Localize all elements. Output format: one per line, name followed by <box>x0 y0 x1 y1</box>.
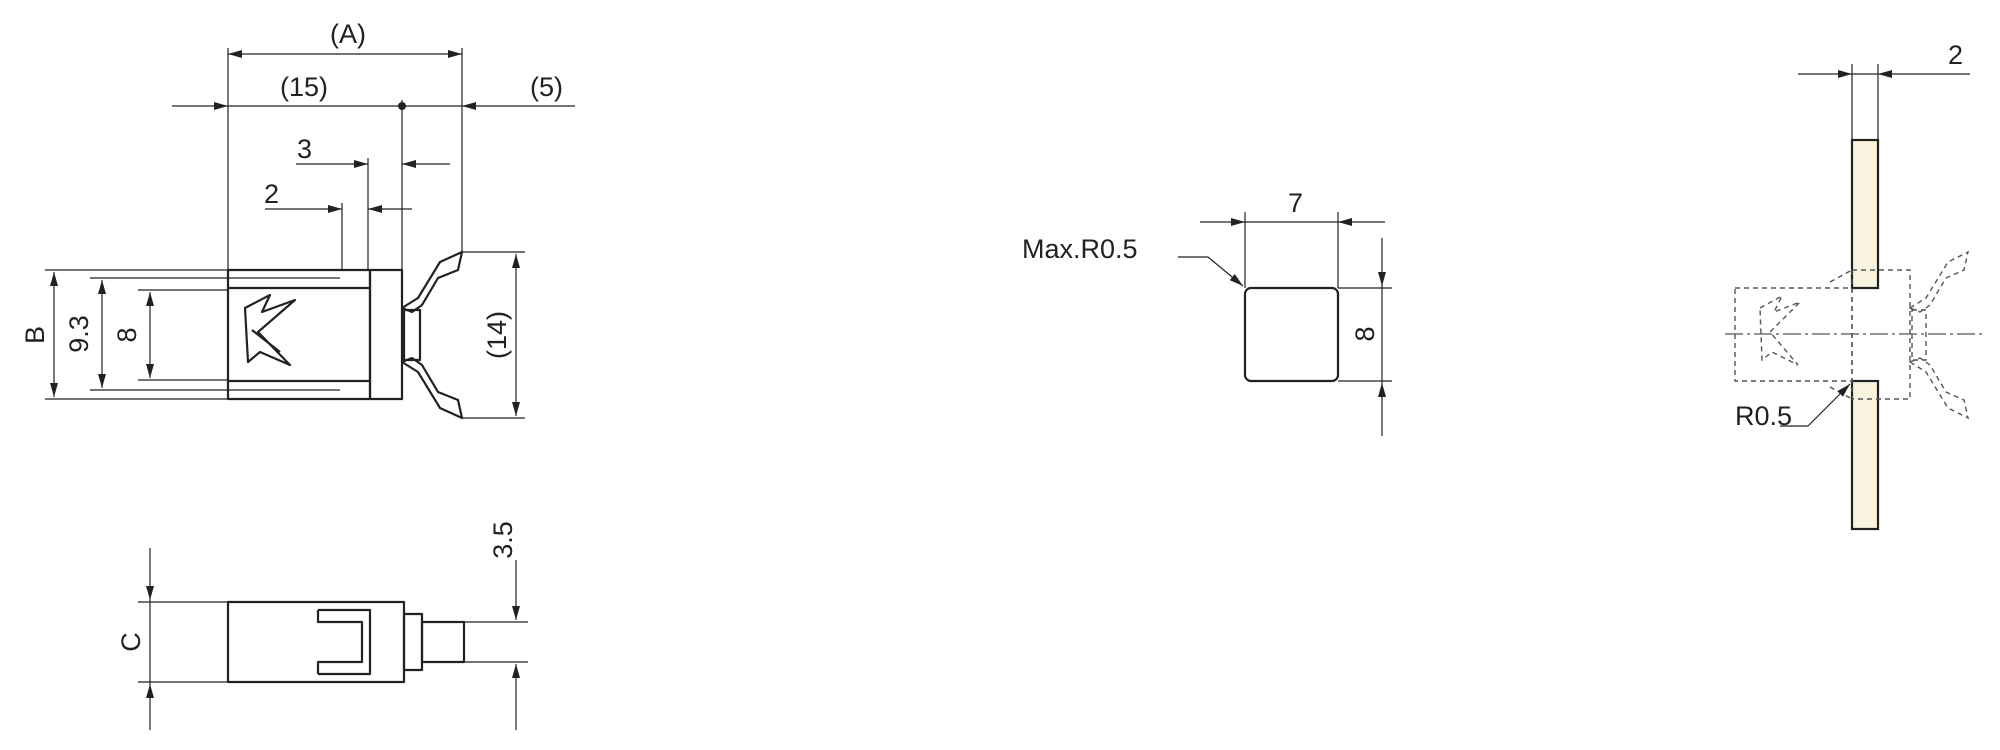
front-view-dimensions: (A) (15) (5) 3 2 B 9.3 8 (14) <box>20 19 575 419</box>
panel-upper <box>1850 138 1880 290</box>
dim-label-panel-thickness: 2 <box>1948 40 1963 70</box>
side-view-dimensions: C 3.5 <box>116 521 528 730</box>
latch-step <box>368 268 404 401</box>
side-slot <box>316 608 372 676</box>
dim-label-3: 3 <box>297 134 312 164</box>
dim-label-C: C <box>116 632 146 652</box>
dim-label-cutout-height: 8 <box>1350 326 1380 341</box>
side-view <box>226 600 466 684</box>
latch-top-tab <box>226 268 372 288</box>
dim-label-2: 2 <box>264 179 279 209</box>
latch-body <box>226 286 372 383</box>
datum-point <box>398 102 406 110</box>
side-stem <box>420 620 466 664</box>
dim-label-3-5: 3.5 <box>488 521 518 559</box>
cutout-dimensions: 7 8 Max.R0.5 <box>1022 188 1392 436</box>
dim-label-9-3: 9.3 <box>64 315 94 353</box>
dim-label-B: B <box>20 326 50 344</box>
panel-cutout <box>1243 286 1340 383</box>
spring-chevron-inner <box>251 329 281 353</box>
dim-label-14: (14) <box>482 311 512 359</box>
front-view <box>226 250 464 420</box>
side-body <box>226 600 406 684</box>
dim-label-edge-radius: R0.5 <box>1735 401 1792 431</box>
center-stem <box>402 308 422 362</box>
dim-label-8: 8 <box>112 327 142 342</box>
spring-chevron <box>243 293 297 367</box>
wing-clip-top <box>400 250 464 314</box>
wing-clip-bottom <box>400 356 464 420</box>
dim-label-15: (15) <box>280 72 328 102</box>
dim-label-A: (A) <box>330 19 366 49</box>
dim-label-cutout-width: 7 <box>1288 188 1303 218</box>
side-stem-collar <box>402 612 424 672</box>
panel-section <box>1725 138 1985 531</box>
cutout-square <box>1243 286 1340 383</box>
panel-lower <box>1850 379 1880 531</box>
panel-dimensions: 2 R0.5 <box>1735 40 1970 431</box>
dim-label-max-radius: Max.R0.5 <box>1022 234 1138 264</box>
dim-label-5: (5) <box>530 72 563 102</box>
